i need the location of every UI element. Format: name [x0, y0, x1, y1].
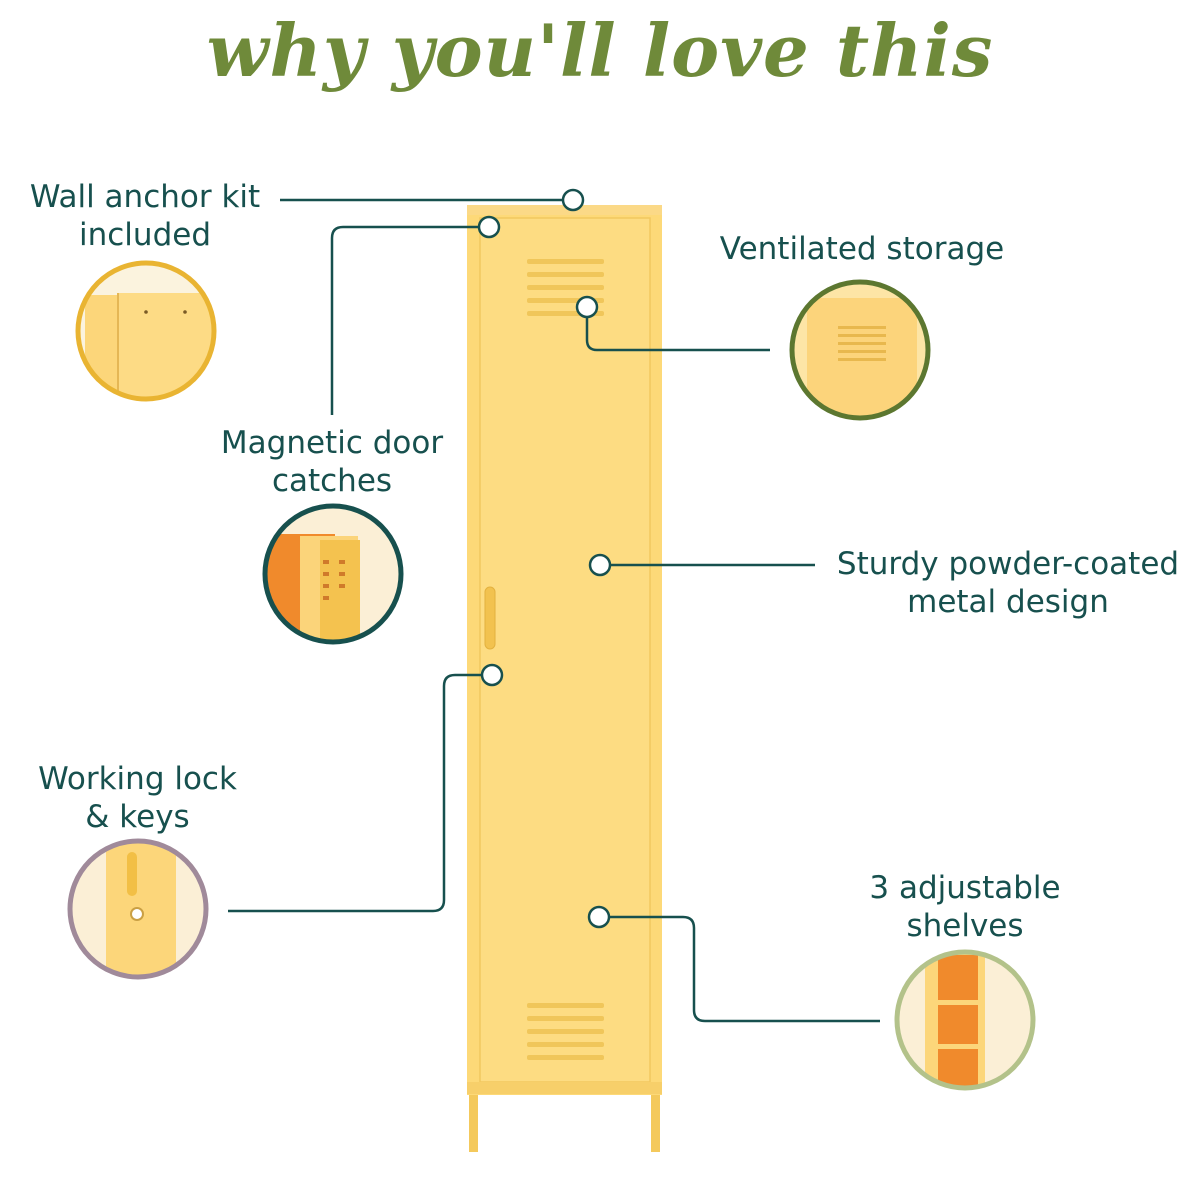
- dot-wall-anchor: [561, 188, 585, 212]
- feature-text-line: metal design: [907, 584, 1109, 620]
- ring-lock: [67, 838, 209, 980]
- detail-lock-image: [67, 838, 209, 980]
- locker: [467, 205, 662, 1152]
- anchor-dots: [477, 188, 612, 929]
- feature-label-shelves: 3 adjustable shelves: [860, 869, 1070, 945]
- dot-ventilated: [575, 295, 599, 319]
- feature-text-line: & keys: [85, 799, 190, 835]
- dot-lock: [480, 663, 504, 687]
- leader-shelves: [610, 915, 880, 1023]
- feature-text-line: Working lock: [38, 761, 237, 797]
- feature-label-magnetic: Magnetic door catches: [212, 424, 452, 500]
- leader-lock: [228, 673, 481, 913]
- leader-magnetic: [330, 225, 478, 415]
- locker-top: [467, 205, 662, 217]
- ring-shelves: [894, 949, 1036, 1091]
- detail-magnetic-image: [262, 503, 404, 645]
- locker-door: [479, 217, 651, 1083]
- ring-magnetic: [262, 503, 404, 645]
- locker-leg-left: [469, 1092, 478, 1152]
- detail-ventilated-image: [789, 279, 931, 421]
- locker-base: [467, 1082, 662, 1094]
- leader-ventilated: [585, 317, 770, 352]
- feature-text-line: shelves: [906, 908, 1024, 944]
- feature-text-line: 3 adjustable: [869, 870, 1061, 906]
- dot-sturdy: [588, 553, 612, 577]
- feature-label-lock: Working lock & keys: [30, 760, 245, 836]
- feature-text-line: Wall anchor kit: [29, 179, 261, 215]
- locker-leg-right: [651, 1092, 660, 1152]
- detail-shelves-image: [894, 949, 1036, 1091]
- feature-label-sturdy: Sturdy powder-coated metal design: [826, 545, 1190, 621]
- feature-text-line: Magnetic door: [220, 425, 444, 461]
- feature-text-line: Ventilated storage: [719, 231, 1005, 267]
- feature-text-line: included: [79, 217, 211, 253]
- dot-magnetic: [477, 215, 501, 239]
- feature-label-ventilated: Ventilated storage: [712, 230, 1012, 268]
- ring-wall-anchor: [75, 260, 217, 402]
- feature-text-line: catches: [271, 463, 393, 499]
- detail-wall-anchor-image: [75, 260, 217, 402]
- dot-shelves: [587, 905, 611, 929]
- leader-lines: [228, 198, 880, 1023]
- feature-label-wall-anchor: Wall anchor kit included: [20, 178, 270, 254]
- headline: why you'll love this: [206, 8, 994, 93]
- bottom-vents: [527, 1003, 604, 1060]
- ring-ventilated: [789, 279, 931, 421]
- door-handle: [484, 586, 496, 650]
- feature-text-line: Sturdy powder-coated: [836, 546, 1180, 582]
